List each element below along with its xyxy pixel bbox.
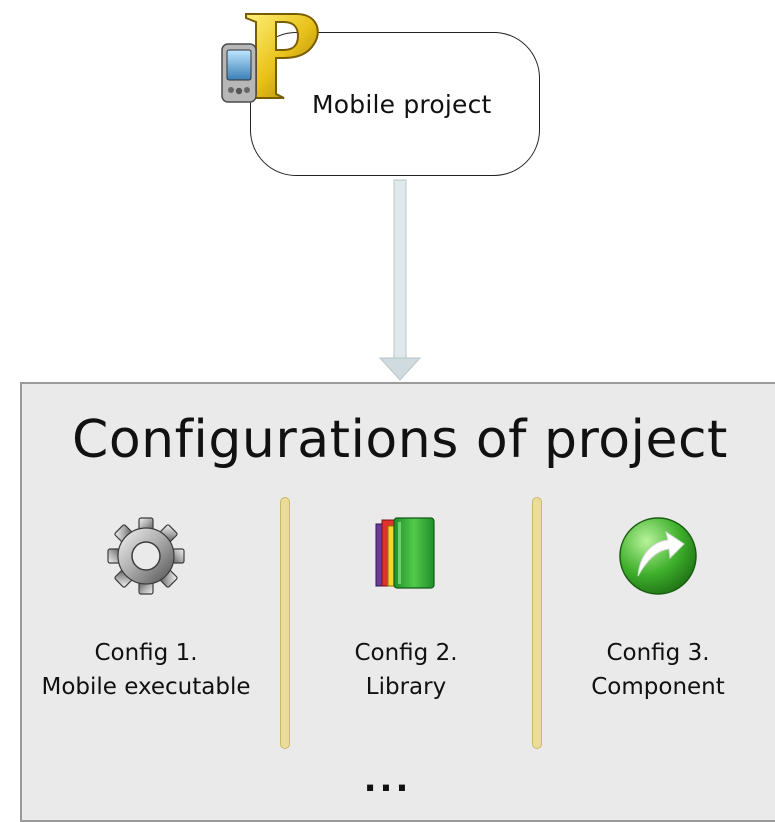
gear-icon bbox=[107, 517, 185, 595]
config-2: Config 2. Library bbox=[276, 510, 536, 704]
config-3: Config 3. Component bbox=[528, 510, 775, 704]
config-2-title: Config 2. bbox=[354, 640, 458, 666]
panel-title: Configurations of project bbox=[72, 410, 728, 470]
pocket-pc-project-icon bbox=[221, 13, 319, 103]
config-1-name: Mobile executable bbox=[41, 674, 251, 700]
configurations-panel bbox=[20, 382, 775, 822]
connector-arrow bbox=[378, 179, 422, 381]
config-3-name: Component bbox=[591, 674, 725, 700]
config-1-title: Config 1. bbox=[94, 640, 198, 666]
more-configs-ellipsis: ... bbox=[363, 760, 412, 800]
column-divider-1 bbox=[280, 497, 290, 749]
config-1: Config 1. Mobile executable bbox=[16, 510, 276, 704]
green-arrow-icon bbox=[619, 517, 697, 595]
config-3-title: Config 3. bbox=[606, 640, 710, 666]
mobile-project-label: Mobile project bbox=[312, 90, 492, 119]
books-icon bbox=[375, 517, 435, 589]
config-2-name: Library bbox=[365, 674, 447, 700]
column-divider-2 bbox=[532, 497, 542, 749]
